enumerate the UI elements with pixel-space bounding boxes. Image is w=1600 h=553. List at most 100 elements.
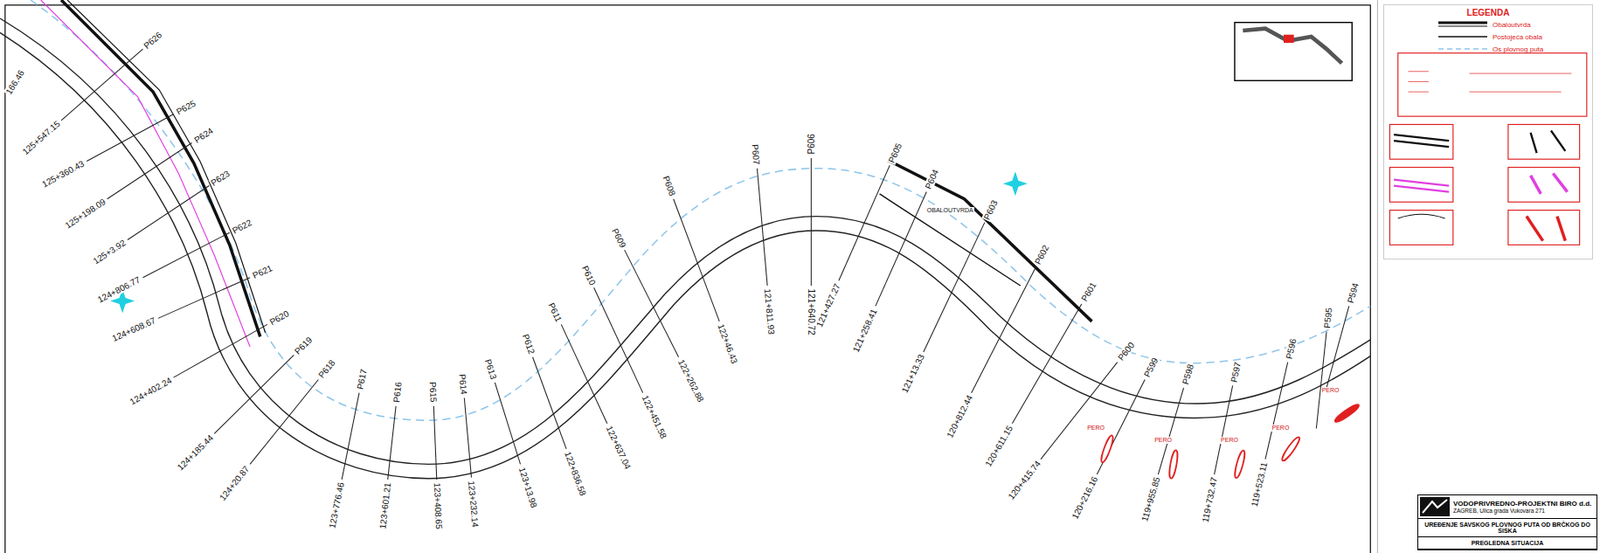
profile-number: P617 (354, 367, 369, 392)
chainage-label: 122+637.04 (603, 423, 633, 472)
embankment-line (61, 0, 261, 337)
legend-line-sample (1436, 43, 1490, 55)
profile-number: P623 (208, 167, 233, 188)
chainage-label: 120+216.16 (1069, 474, 1101, 522)
profile-number: P622 (229, 216, 255, 236)
chainage-label: 123+776.46 (327, 481, 347, 531)
profile-number: P603 (981, 198, 1000, 223)
panel-separator (1377, 0, 1379, 553)
profile-number: P604 (922, 166, 941, 192)
profile-number: P598 (1179, 362, 1196, 387)
river-bank (0, 18, 1371, 465)
company-info: VODOPRIVREDNO-PROJEKTNI BIRO d.d.ZAGREB,… (1453, 499, 1592, 514)
chainage-label: 166.46 (3, 68, 28, 97)
profile-number: P615 (428, 380, 439, 404)
embankment-note: OBALOUTVRDA (926, 207, 975, 215)
groyne-label: PERO (1219, 436, 1240, 444)
chainage-label: 124+608.67 (110, 315, 159, 344)
legend-panel: LEGENDA ObaloutvrdaPostojeća obala Os plov… (1383, 4, 1594, 260)
embankment-line (67, 0, 266, 333)
groyne-label: PERO (1270, 424, 1290, 432)
profile-number: P597 (1228, 360, 1243, 385)
profile-number: P600 (1115, 339, 1136, 364)
profile-number: P614 (457, 373, 470, 396)
chainage-label: 124+185.44 (174, 431, 216, 473)
chainage-label: 122+451.58 (639, 393, 669, 442)
groyne-label: PERO (1321, 387, 1341, 395)
profile-number: P610 (579, 263, 598, 288)
profile-number: P611 (546, 300, 564, 325)
chainage-label: 119+955.85 (1139, 475, 1163, 524)
chainage-label: 123+408.65 (431, 482, 444, 532)
profile-number: P608 (660, 173, 678, 199)
title-block-header: VODOPRIVREDNO-PROJEKTNI BIRO d.d.ZAGREB,… (1418, 495, 1597, 520)
chainage-label: 121+811.93 (762, 287, 777, 336)
legend-row: Postojeća obala (1436, 31, 1593, 42)
profile-number: P602 (1032, 242, 1052, 268)
profile-number: P605 (886, 140, 904, 166)
chainage-label: 122+836.58 (562, 450, 589, 499)
legend-text: Obaloutvrda (1492, 20, 1531, 29)
profile-number: P625 (173, 97, 199, 118)
chainage-label: 125+198.09 (62, 196, 108, 232)
chainage-label: 123+601.21 (377, 481, 393, 531)
profile-number: P601 (1079, 280, 1099, 305)
profile-number: P613 (483, 357, 499, 381)
legend-decoration (1389, 53, 1587, 246)
profile-number: P616 (391, 380, 404, 404)
embankment-line (887, 159, 1093, 322)
river-bank (0, 32, 1371, 478)
profile-number: P609 (609, 225, 628, 250)
chainage-label: 120+812.44 (943, 393, 975, 441)
chainage-label: 124+20.87 (216, 463, 252, 503)
project-title: PREGLEDNA SITUACIJA (1418, 537, 1597, 550)
profile-number: P624 (191, 124, 215, 146)
profile-lines (61, 48, 1350, 480)
legend-title: LEGENDA (1384, 7, 1593, 18)
survey-point-symbol (1003, 171, 1028, 196)
chainage-label: 124+402.24 (126, 374, 174, 408)
legend-text: Os plovnog puta (1492, 45, 1544, 54)
key-map (1234, 22, 1352, 82)
chainage-label: 120+415.74 (1005, 457, 1044, 502)
profile-number: P620 (267, 308, 291, 328)
chainage-label: 122+46.43 (715, 322, 741, 367)
chainage-label: 121+640.72 (806, 288, 817, 337)
company-address: ZAGREB, Ulica grada Vukovara 271 (1453, 507, 1592, 514)
legend-line-sample (1436, 19, 1490, 30)
company-logo (1419, 497, 1450, 517)
legend-text: Postojeća obala (1492, 33, 1543, 42)
groyne-label: PERO (1086, 424, 1106, 432)
chainage-label: 125+360.43 (40, 158, 88, 190)
chainage-label: 122+262.88 (675, 357, 707, 405)
company-name: VODOPRIVREDNO-PROJEKTNI BIRO d.d. (1453, 499, 1592, 508)
profile-number: P619 (292, 334, 316, 358)
profile-number: P618 (316, 357, 338, 381)
groyne-symbols (1099, 402, 1361, 479)
chainage-label: 119+523.11 (1248, 460, 1269, 509)
chainage-label: 119+732.47 (1199, 476, 1220, 525)
sheet-frame (5, 5, 1371, 553)
profile-number: P612 (519, 332, 537, 357)
profile-number: P607 (750, 143, 762, 167)
profile-number: P599 (1142, 355, 1161, 381)
chainage-label: 125+547.15 (20, 118, 63, 159)
navigation-axis (30, 0, 1371, 421)
chainage-label: 121+258.41 (850, 306, 880, 355)
legend-row: Obaloutvrda (1436, 19, 1593, 30)
chainage-label: 121+13.33 (899, 352, 927, 396)
profile-number: P596 (1283, 337, 1298, 361)
profile-number: P626 (141, 28, 165, 51)
legend-row: Os plovnog puta (1436, 43, 1593, 55)
chainage-label: 123+13.98 (516, 465, 539, 511)
groyne-label: PERO (1153, 436, 1173, 444)
project-title: UREĐENJE SAVSKOG PLOVNOG PUTA OD BRČKOG … (1418, 519, 1597, 538)
profile-number: P595 (1322, 306, 1335, 330)
profile-number: P606 (806, 133, 817, 156)
title-block: VODOPRIVREDNO-PROJEKTNI BIRO d.d.ZAGREB,… (1417, 494, 1598, 551)
embankment-line (879, 193, 1021, 286)
chainage-label: 121+427.27 (813, 281, 842, 330)
legend-line-sample (1436, 31, 1490, 42)
chainage-label: 123+232.14 (466, 479, 481, 529)
